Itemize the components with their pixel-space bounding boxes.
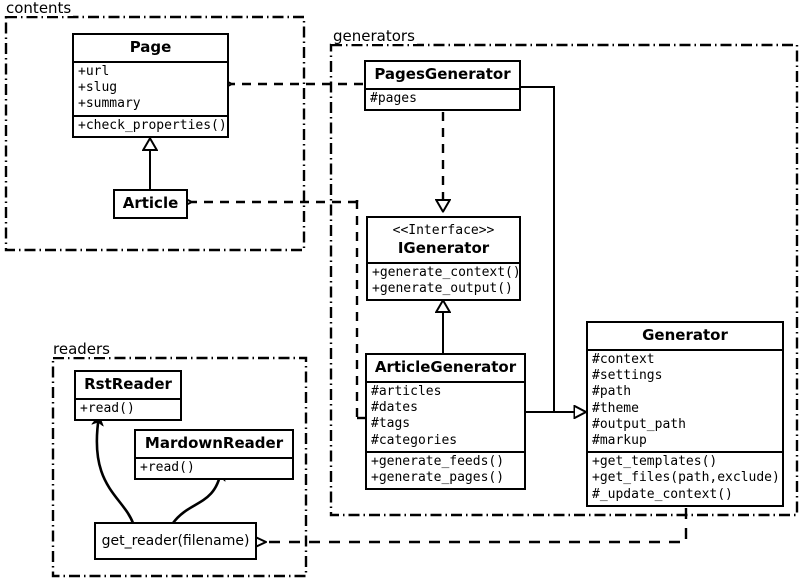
class-member: #path [592,384,632,400]
package-label-readers: readers [51,340,112,358]
class-box-page[interactable]: Page +url +slug +summary +check_properti… [72,33,229,138]
class-generator-header: Generator [588,323,782,349]
class-generator-methods: +get_templates() +get_files(path,exclude… [588,451,782,505]
class-mardownreader-name: MardownReader [144,434,284,452]
class-member: #categories [371,432,458,448]
class-rstreader-name: RstReader [84,375,172,393]
class-mardownreader-header: MardownReader [136,431,292,457]
class-igenerator-header: <<Interface>> IGenerator [368,218,519,262]
edge-pagesgenerator-to-generator [521,86,563,413]
class-articlegenerator-header: ArticleGenerator [367,355,524,381]
package-frame-contents [4,15,306,252]
class-box-pages-generator[interactable]: PagesGenerator #pages [364,60,521,112]
class-member: +generate_pages() [371,470,505,486]
class-member: #pages [370,91,417,106]
class-page-attributes: +url +slug +summary [74,61,227,115]
class-mardownreader-methods: +read() [136,457,292,478]
class-member: #_update_context() [592,486,733,502]
class-member: #articles [371,384,442,399]
class-box-mardown-reader[interactable]: MardownReader +read() [134,429,294,481]
edge-get-reader-to-mardownreader [171,471,221,524]
class-rstreader-header: RstReader [76,372,180,398]
class-articlegenerator-methods: +generate_feeds() +generate_pages() [367,450,524,488]
class-member: #settings [592,368,663,384]
class-member: +generate_context() [372,265,521,280]
function-box-get-reader[interactable]: get_reader(filename) [94,522,257,560]
class-page-name: Page [129,38,172,56]
class-member: #context [592,352,655,367]
class-member: #tags [371,416,411,432]
class-pagesgenerator-attributes: #pages [366,88,519,109]
class-box-rst-reader[interactable]: RstReader +read() [74,370,182,422]
class-member: +slug [78,80,118,96]
class-member: +summary [78,96,141,112]
class-box-generator[interactable]: Generator #context #settings #path #them… [586,321,784,507]
class-member: #output_path [592,416,686,432]
class-member: +read() [80,401,135,416]
class-member: +read() [140,460,195,475]
class-igenerator-name: IGenerator [397,239,490,257]
edge-generator-to-get-reader [266,508,688,542]
class-member: +check_properties() [78,117,227,133]
class-page-header: Page [74,35,227,61]
class-box-article[interactable]: Article [113,189,188,219]
class-box-igenerator[interactable]: <<Interface>> IGenerator +generate_conte… [366,216,521,302]
class-member: +generate_feeds() [371,453,505,469]
class-page-methods: +check_properties() [74,114,227,136]
class-generator-name: Generator [642,326,728,344]
class-member: #markup [592,433,647,449]
class-igenerator-stereotype: <<Interface>> [392,223,495,238]
class-member: #theme [592,400,639,416]
package-label-generators: generators [331,27,417,45]
class-article-header: Article [115,191,186,217]
class-member: +get_files(path,exclude) [592,470,780,486]
class-igenerator-methods: +generate_context() +generate_output() [368,262,521,299]
class-article-name: Article [122,194,179,212]
edge-get-reader-to-rstreader [97,416,135,524]
class-member: +generate_output() [372,281,513,297]
class-pagesgenerator-header: PagesGenerator [366,62,519,88]
class-member: #dates [371,400,418,416]
class-articlegenerator-name: ArticleGenerator [374,358,517,376]
class-box-article-generator[interactable]: ArticleGenerator #articles #dates #tags … [365,353,526,491]
class-member: +get_templates() [592,454,718,470]
class-rstreader-methods: +read() [76,398,180,419]
function-get-reader-label: get_reader(filename) [101,533,250,549]
class-pagesgenerator-name: PagesGenerator [374,65,511,83]
class-articlegenerator-attributes: #articles #dates #tags #categories [367,381,524,451]
package-frame-generators [329,43,799,517]
class-generator-attributes: #context #settings #path #theme #output_… [588,349,782,451]
class-member: +url [78,64,110,79]
package-frame-readers [51,356,308,578]
package-label-contents: contents [4,0,74,17]
